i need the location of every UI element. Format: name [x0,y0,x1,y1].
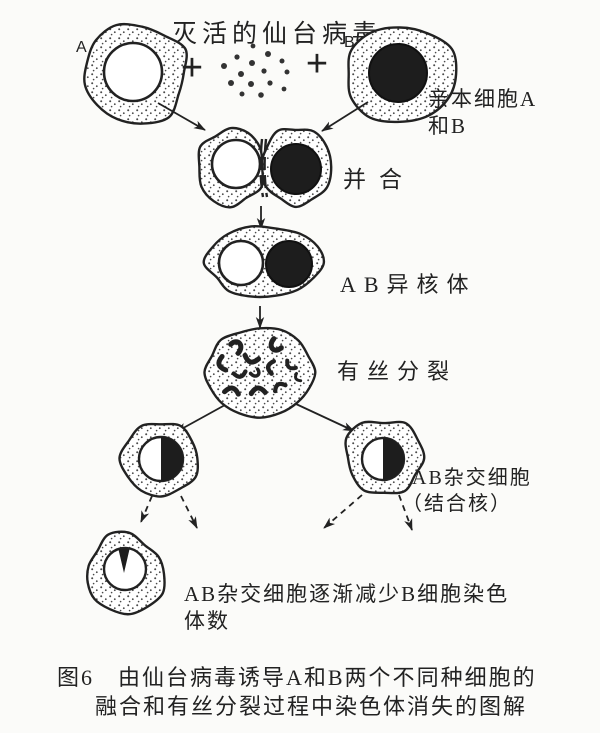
heterokaryon-cell [202,224,326,299]
reduced-cell-nucleus [102,546,148,592]
parent-cells-label: 和B [428,114,467,138]
heterokaryon-nucleus-b [265,240,313,288]
chromosome-loss-label: 体数 [184,609,230,633]
hybrid-right-nucleus-dark-half [383,438,404,480]
mitosis-label: 有丝分裂 [337,359,457,384]
reduced-hybrid-cell [86,530,166,616]
arrow-a-to-fusion [157,102,206,131]
reduced-cell-nucleus-wedge [118,548,130,573]
chromosome-loss-label: AB杂交细胞逐渐减少B细胞染色 [184,582,509,606]
mitosis-cell [203,326,317,419]
cell-b-letter: B [344,34,355,51]
fusion-junction-membrane [259,138,265,198]
heterokaryon-label: AB异核体 [340,272,477,297]
fusion-cell-pair [197,126,333,209]
dashed-arrow-right-hybrid-1 [323,494,363,529]
fusion-nucleus-b [270,143,322,195]
dashed-arrow-left-hybrid-1 [140,495,153,523]
plus-icon: + [306,43,328,85]
fusion-junction-membrane [263,138,269,198]
hybrid-cell-label: AB杂交细胞 [412,466,532,489]
title-label: 灭活的仙台病毒 [172,20,382,48]
plus-icon: + [181,47,203,89]
parent-cell-a: A [76,22,188,125]
figure-caption: 融合和有丝分裂过程中染色体消失的图解 [95,694,527,719]
figure-caption: 图6 由仙台病毒诱导A和B两个不同种细胞的 [57,665,537,690]
arrow-mitosis-to-right-hybrid [295,403,355,432]
hybrid-cell-label: （结合核） [402,492,512,515]
cell-a-letter: A [76,39,87,56]
arrow-b-to-fusion [321,101,369,132]
hybrid-left-nucleus-dark-half [161,437,183,481]
virus-particles-icon [221,43,290,98]
heterokaryon-nucleus-a [217,239,265,287]
fusion-nucleus-a [210,138,262,190]
cell-b-nucleus [368,43,428,103]
parent-cell-b: B [344,26,458,124]
parent-cells-label: 亲本细胞A [428,87,537,111]
hybrid-cell-left [118,422,200,498]
hybrid-cell-right [344,420,426,495]
fusion-label: 并合 [343,167,415,192]
cell-a-nucleus [102,41,164,103]
dashed-arrow-left-hybrid-2 [180,495,198,529]
